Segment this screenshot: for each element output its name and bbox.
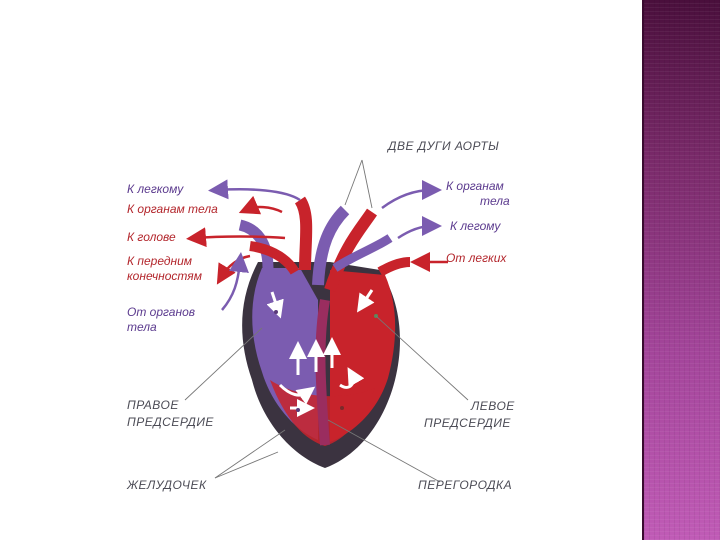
arrow-to-body-organs-left bbox=[238, 195, 283, 215]
leader-ventricle-2 bbox=[214, 451, 279, 479]
label-to-lung-right: К легому bbox=[450, 219, 501, 233]
label-from-lungs: От легких bbox=[446, 251, 507, 265]
label-from-body-organs-2: тела bbox=[127, 320, 157, 334]
label-to-body-organs-right-1: К органам bbox=[446, 179, 504, 193]
leader-aortic-arches-1 bbox=[344, 159, 363, 206]
label-to-body-organs-right-2: тела bbox=[480, 194, 510, 208]
heart bbox=[242, 262, 400, 468]
label-from-body-organs-1: От органов bbox=[127, 305, 195, 319]
leader-left-atrium bbox=[375, 315, 469, 401]
flow-arrow-8 bbox=[266, 291, 284, 319]
arrow-to-lung-left bbox=[208, 179, 301, 202]
vessels bbox=[238, 196, 411, 292]
arrow-to-forelimbs bbox=[216, 254, 251, 285]
label-to-forelimbs-2: конечностям bbox=[127, 269, 202, 283]
leader-aortic-arches-2 bbox=[361, 159, 373, 209]
flow-arrow-7 bbox=[357, 289, 375, 313]
vena-cava-vessel bbox=[238, 219, 274, 269]
label-ventricle: ЖЕЛУДОЧЕК bbox=[126, 478, 207, 492]
label-two-aortic-arches: ДВЕ ДУГИ АОРТЫ bbox=[386, 139, 499, 153]
label-right-atrium-1: ПРАВОЕ bbox=[127, 398, 179, 412]
node-dot bbox=[296, 408, 300, 412]
right-aortic-arch-vessel bbox=[324, 208, 377, 292]
flow-arrow-6 bbox=[339, 367, 365, 389]
arrow-from-body-organs bbox=[221, 252, 249, 311]
external-arrows bbox=[186, 179, 448, 311]
pulmonary-artery-vessel bbox=[294, 196, 313, 271]
label-to-head: К голове bbox=[127, 230, 176, 244]
pulmonary-vein-vessel bbox=[377, 257, 411, 277]
septum-line bbox=[315, 299, 330, 446]
label-left-atrium-1: ЛЕВОЕ bbox=[470, 399, 515, 413]
decorative-side-band bbox=[642, 0, 720, 540]
label-septum: ПЕРЕГОРОДКА bbox=[418, 478, 512, 492]
labels: ДВЕ ДУГИ АОРТЫ К легкому К органам тела … bbox=[126, 139, 515, 492]
label-to-forelimbs-1: К передним bbox=[127, 254, 192, 268]
internal-flow-arrows bbox=[266, 289, 378, 417]
leader-lines bbox=[184, 159, 469, 483]
leader-septum bbox=[327, 419, 441, 483]
label-right-atrium-2: ПРЕДСЕРДИЕ bbox=[127, 415, 214, 429]
right-lung-vessel bbox=[332, 234, 393, 272]
flow-arrow-4 bbox=[278, 383, 316, 405]
arrow-to-lung-right bbox=[397, 216, 442, 240]
label-to-lung-left: К легкому bbox=[127, 182, 184, 196]
label-left-atrium-2: ПРЕДСЕРДИЕ bbox=[424, 416, 511, 430]
heart-diagram: ДВЕ ДУГИ АОРТЫ К легкому К органам тела … bbox=[126, 139, 515, 492]
label-to-body-organs-left: К органам тела bbox=[127, 202, 218, 216]
arrow-to-body-organs-right bbox=[381, 180, 442, 210]
left-aortic-arch-vessel bbox=[312, 205, 350, 286]
arrow-to-head bbox=[186, 227, 286, 248]
head-artery-vessel bbox=[249, 241, 300, 275]
node-dot bbox=[274, 310, 278, 314]
node-dot bbox=[340, 406, 344, 410]
leader-right-atrium bbox=[184, 327, 263, 401]
leader-ventricle-1 bbox=[214, 429, 286, 479]
